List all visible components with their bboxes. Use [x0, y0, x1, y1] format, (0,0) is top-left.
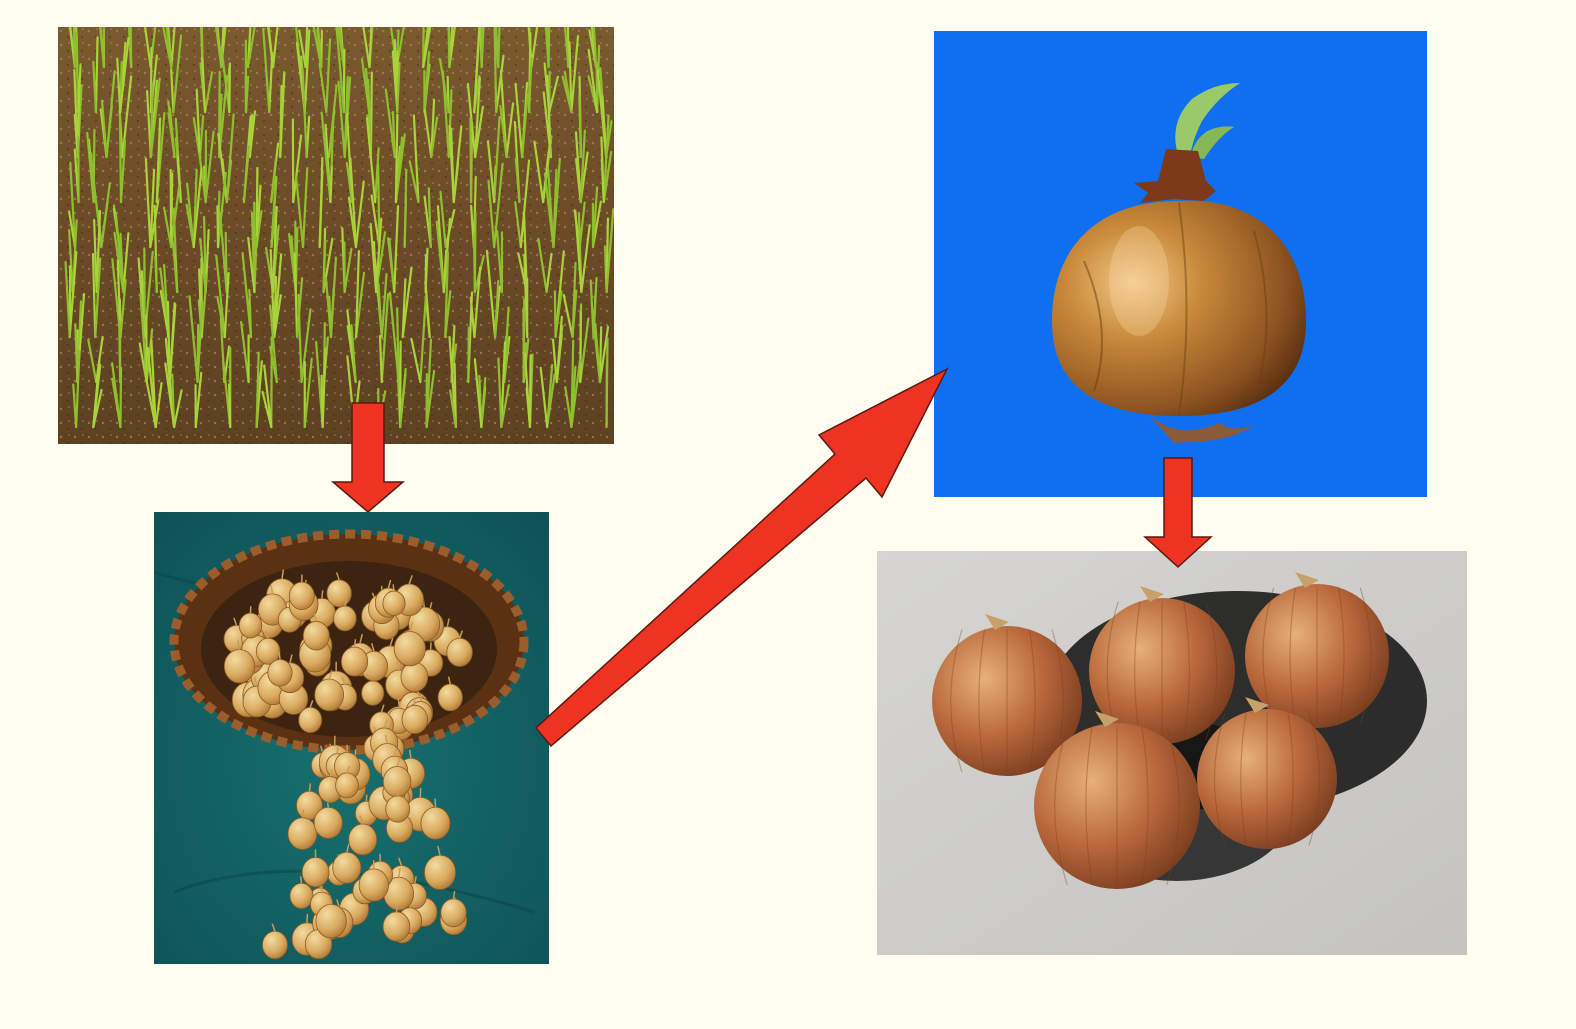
onion-seedlings-photo: [58, 27, 614, 444]
onion-sets-basket-photo: [154, 512, 549, 964]
sprouting-onion-photo: [934, 31, 1427, 497]
mature-onion-bulbs-photo: [877, 551, 1467, 955]
